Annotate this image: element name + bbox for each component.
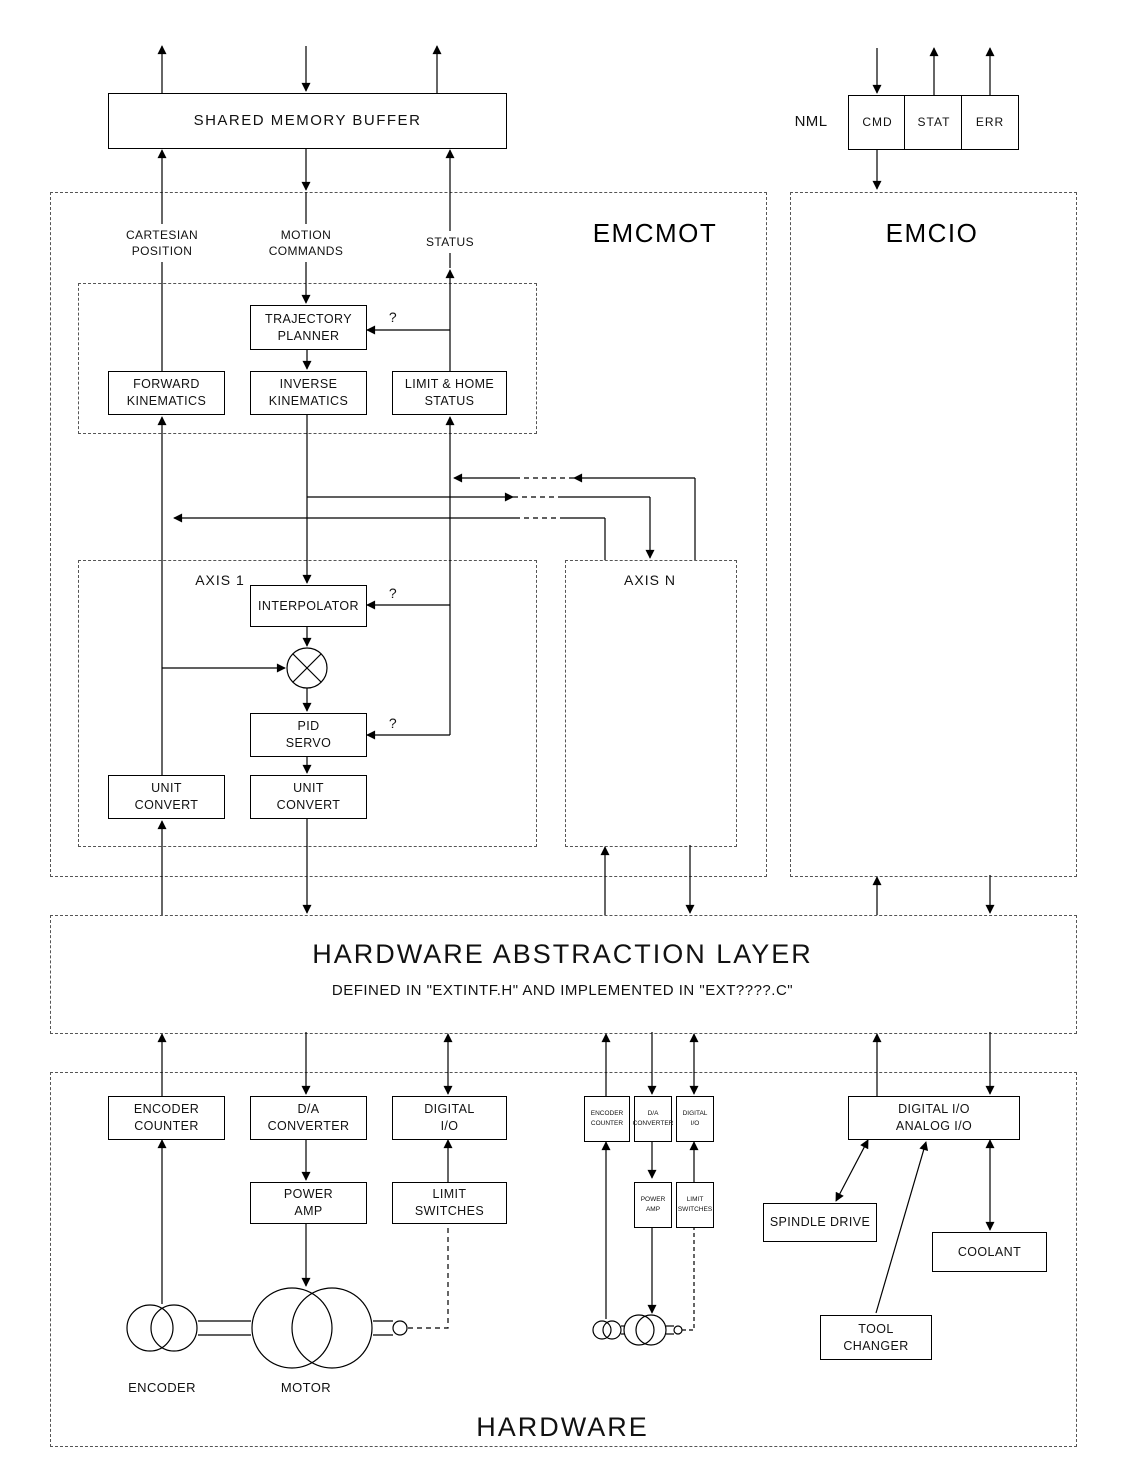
- da-converter-box: D/A CONVERTER: [250, 1096, 367, 1140]
- limit-home-status-box: LIMIT & HOME STATUS: [392, 371, 507, 415]
- limit-switches-box: LIMIT SWITCHES: [392, 1182, 507, 1224]
- arrow-toolchanger-to-io: [875, 1141, 929, 1314]
- hal-subtitle: DEFINED IN "EXTINTF.H" AND IMPLEMENTED I…: [331, 981, 794, 999]
- axis-bus-lines: [173, 473, 696, 560]
- nml-stat-box: STAT: [904, 95, 964, 150]
- digital-io-box: DIGITAL I/O: [392, 1096, 507, 1140]
- summing-junction: [286, 647, 328, 689]
- kinematics-links: [157, 325, 455, 775]
- motor-encoder-drawing: [126, 1287, 408, 1369]
- axisn-title: AXIS N: [624, 571, 676, 588]
- trajectory-planner-box: TRAJECTORY PLANNER: [250, 305, 367, 350]
- hardware-region: [50, 1072, 1077, 1447]
- hal-hardware-links: [157, 1032, 995, 1096]
- status-label: STATUS: [420, 231, 480, 253]
- axis1-title: AXIS 1: [195, 571, 245, 588]
- motor-to-limits-dashed: [408, 1224, 449, 1329]
- axis1-links: [157, 600, 450, 915]
- smb-top-arrows: [157, 45, 442, 93]
- mini-motor-encoder-drawing: [592, 1314, 683, 1346]
- emcio-region: [790, 192, 1077, 877]
- mini-encoder-counter-box: ENCODER COUNTER: [584, 1096, 630, 1142]
- shaft-end: [392, 1320, 408, 1336]
- motor-caption: MOTOR: [280, 1380, 332, 1396]
- interpolator-box: INTERPOLATOR: [250, 585, 367, 627]
- emcio-title: EMCIO: [885, 218, 979, 249]
- nml-err-box: ERR: [961, 95, 1019, 150]
- emcmot-region: [50, 192, 767, 877]
- digital-analog-io-box: DIGITAL I/O ANALOG I/O: [848, 1096, 1020, 1140]
- encoder-counter-box: ENCODER COUNTER: [108, 1096, 225, 1140]
- motor-shape: [251, 1287, 333, 1369]
- power-amp-box: POWER AMP: [250, 1182, 367, 1224]
- hardware-axisn-links: [601, 1140, 699, 1331]
- hardware-axis1-links: [157, 1138, 453, 1329]
- hal-region: [50, 915, 1077, 1034]
- forward-kinematics-box: FORWARD KINEMATICS: [108, 371, 225, 415]
- question-mark-interpolator: ?: [388, 584, 398, 601]
- mini-power-amp-box: POWER AMP: [634, 1182, 672, 1228]
- coolant-box: COOLANT: [932, 1232, 1047, 1272]
- tool-changer-box: TOOL CHANGER: [820, 1315, 932, 1360]
- emcmot-title: EMCMOT: [592, 218, 718, 249]
- pid-servo-box: PID SERVO: [250, 713, 367, 757]
- mini-digital-io-box: DIGITAL I/O: [676, 1096, 714, 1142]
- inverse-kinematics-box: INVERSE KINEMATICS: [250, 371, 367, 415]
- emcio-hal-links: [872, 875, 995, 915]
- mini-da-converter-box: D/A CONVERTER: [633, 1096, 673, 1142]
- spindle-drive-box: SPINDLE DRIVE: [763, 1203, 877, 1242]
- motion-commands-label: MOTION COMMANDS: [256, 224, 356, 262]
- mini-limit-switches-box: LIMIT SWITCHES: [676, 1182, 714, 1228]
- nml-cmd-box: CMD: [848, 95, 907, 150]
- encoder-shape: [126, 1304, 174, 1352]
- hal-title: HARDWARE ABSTRACTION LAYER: [312, 938, 813, 969]
- nml-arrows: [872, 47, 995, 190]
- unit-convert-output-box: UNIT CONVERT: [250, 775, 367, 819]
- question-mark-pid: ?: [388, 714, 398, 731]
- arrow-io-spindle: [835, 1139, 869, 1202]
- axisn-hal-links: [600, 845, 695, 915]
- question-mark-trajectory: ?: [388, 308, 398, 325]
- hardware-title: HARDWARE: [476, 1411, 649, 1442]
- shared-memory-buffer-box: SHARED MEMORY BUFFER: [108, 93, 507, 149]
- axisn-region: [565, 560, 737, 847]
- mini-motor-to-limits-dashed: [682, 1228, 695, 1331]
- cartesian-position-label: CARTESIAN POSITION: [112, 224, 212, 262]
- nml-label: NML: [794, 112, 828, 130]
- encoder-caption: ENCODER: [128, 1380, 196, 1396]
- unit-convert-feedback-box: UNIT CONVERT: [108, 775, 225, 819]
- io-device-links: [835, 1139, 995, 1314]
